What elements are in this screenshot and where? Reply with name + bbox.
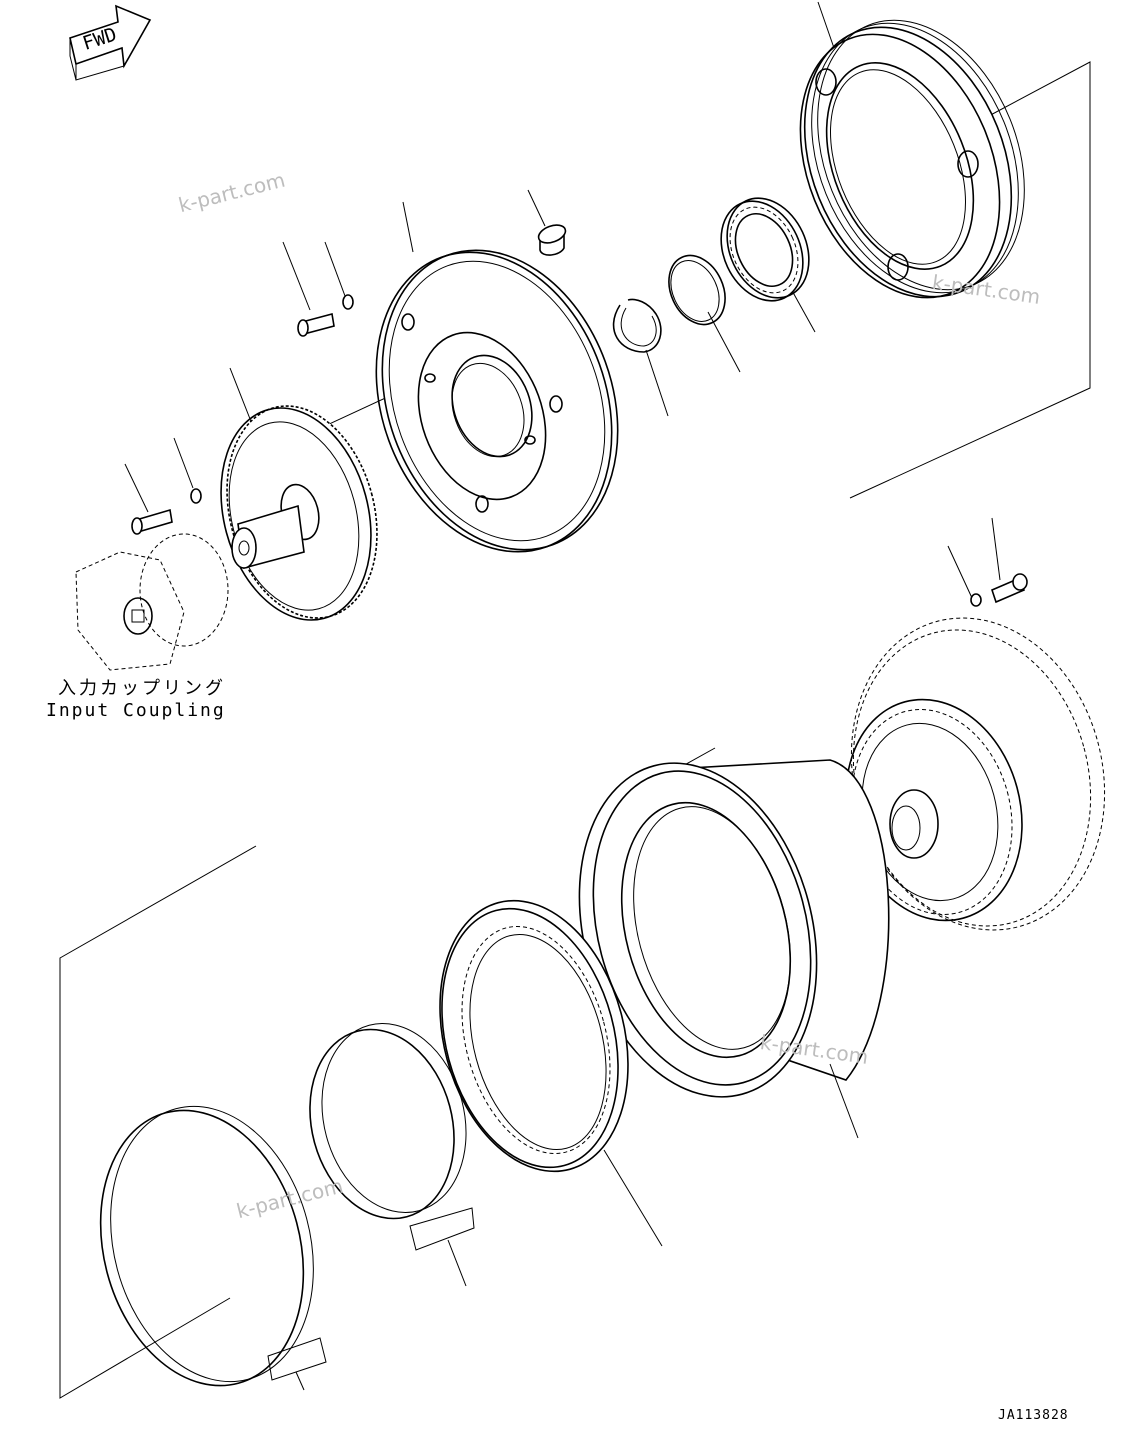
bearing xyxy=(720,197,810,302)
housing xyxy=(578,759,890,1098)
lower-leader-lines xyxy=(295,1063,859,1391)
bolt-right xyxy=(970,573,1028,607)
bolt-lower xyxy=(131,488,202,535)
drive-gear xyxy=(220,405,378,621)
drawing-id: JA113828 xyxy=(998,1408,1069,1423)
plug xyxy=(537,224,567,256)
input-coupling xyxy=(75,533,229,671)
retaining-rings xyxy=(612,254,726,353)
ring-gear xyxy=(439,899,629,1173)
seal-ring-middle xyxy=(309,1023,475,1251)
cover-plate xyxy=(799,19,1025,299)
bolt-upper xyxy=(297,294,354,337)
seal-ring-outer xyxy=(99,1105,327,1387)
input-coupling-label-jp: 入力カップリング xyxy=(58,678,226,699)
upper-leader-lines xyxy=(124,1,1001,599)
flex-plate xyxy=(375,249,619,553)
input-coupling-label-en: Input Coupling xyxy=(46,700,226,721)
fwd-arrow-icon xyxy=(69,4,152,81)
